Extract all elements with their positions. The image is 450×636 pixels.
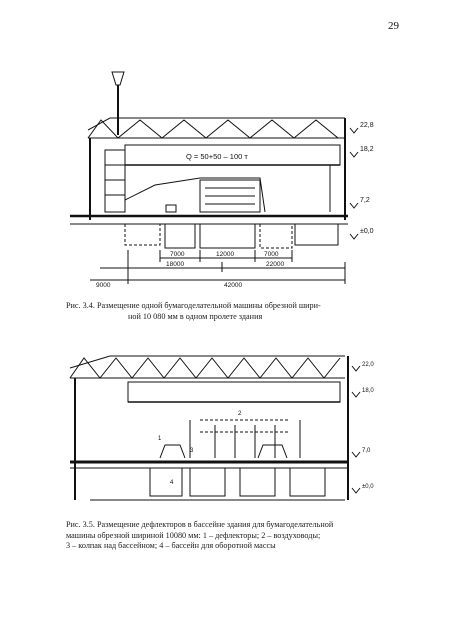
dimension-label: 12000 — [216, 251, 234, 258]
figure-2-caption: Рис. 3.5. Размещение дефлекторов в бассе… — [66, 520, 382, 552]
callout-label: 4 — [170, 480, 174, 486]
level-label: 22,8 — [360, 122, 374, 129]
dimension-label: 7000 — [264, 251, 279, 258]
level-label: ±0,0 — [362, 484, 374, 490]
caption-line: 3 – колпак над бассейном; 4 – бассейн дл… — [66, 541, 276, 550]
dimension-label: 9000 — [96, 282, 111, 289]
dimension-label: 18000 — [166, 261, 184, 268]
callout-label: 1 — [158, 436, 162, 442]
caption-line: Рис. 3.5. Размещение дефлекторов в бассе… — [66, 520, 334, 529]
crane-capacity-label: Q = 50+50 – 100 т — [186, 152, 248, 161]
callout-label: 3 — [190, 448, 194, 454]
level-label: 7,2 — [360, 197, 370, 204]
dimension-label: 22000 — [266, 261, 284, 268]
caption-line: Рис. 3.4. Размещение одной бумагоделател… — [66, 301, 321, 310]
caption-line: машины обрезной шириной 10080 мм: 1 – де… — [66, 530, 321, 540]
level-label: ±0,0 — [360, 228, 374, 235]
level-label: 7,0 — [362, 448, 371, 454]
caption-line: ной 10 080 мм в одном пролете здания — [128, 311, 263, 321]
figure-2-drawing — [69, 355, 361, 501]
level-label: 18,0 — [362, 388, 374, 394]
figure-1-caption: Рис. 3.4. Размещение одной бумагоделател… — [66, 301, 382, 322]
dimension-label: 42000 — [224, 282, 242, 289]
level-label: 22,0 — [362, 362, 374, 368]
dimension-label: 7000 — [170, 251, 185, 258]
level-label: 18,2 — [360, 146, 374, 153]
page-number: 29 — [388, 20, 399, 32]
callout-label: 2 — [238, 411, 242, 417]
